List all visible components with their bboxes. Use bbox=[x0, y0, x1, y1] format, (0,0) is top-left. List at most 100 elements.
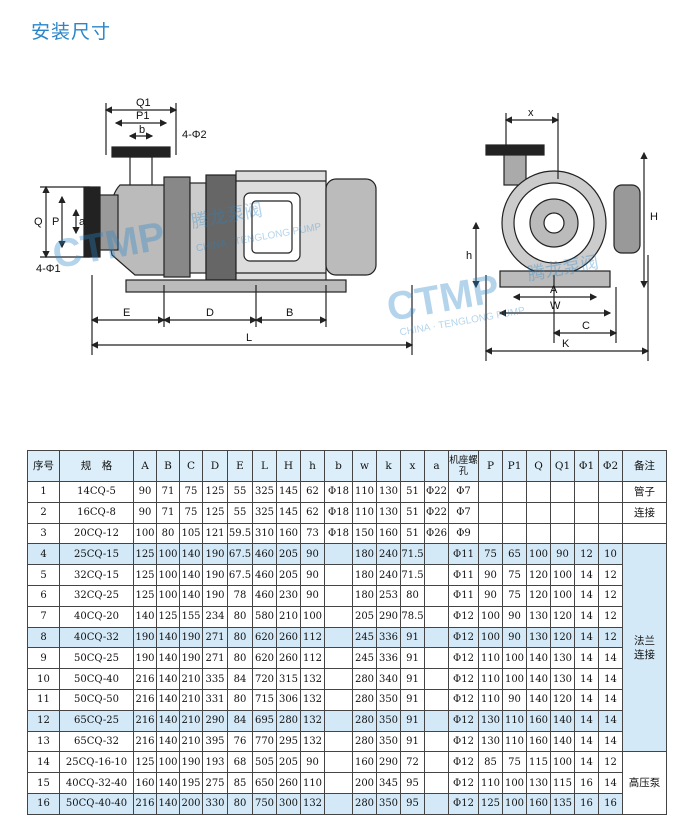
table-cell: 85 bbox=[227, 772, 253, 794]
dim-k: K bbox=[562, 338, 570, 350]
table-cell bbox=[502, 522, 527, 545]
table-cell: 90 bbox=[300, 584, 325, 607]
table-cell: 80 bbox=[227, 792, 253, 815]
table-cell: 80 bbox=[227, 688, 253, 711]
table-cell: 130 bbox=[478, 730, 503, 753]
table-cell: 115 bbox=[550, 772, 575, 794]
table-cell: 110 bbox=[352, 501, 377, 524]
table-cell: 130 bbox=[376, 501, 401, 524]
table-cell: 280 bbox=[352, 668, 377, 690]
table-cell: 205 bbox=[276, 543, 301, 566]
table-cell: 205 bbox=[276, 564, 301, 586]
table-cell: 120 bbox=[526, 584, 551, 607]
table-cell: 91 bbox=[400, 626, 425, 649]
table-cell: 65CQ-25 bbox=[59, 709, 134, 732]
table-cell: 180 bbox=[352, 584, 377, 607]
table-cell: 100 bbox=[156, 584, 180, 607]
table-cell: 91 bbox=[400, 730, 425, 753]
table-cell: 160 bbox=[526, 792, 551, 815]
table-cell: 180 bbox=[352, 543, 377, 566]
table-cell: 100 bbox=[502, 772, 527, 794]
table-cell bbox=[324, 584, 353, 607]
table-cell: 12 bbox=[598, 751, 623, 774]
table-cell bbox=[424, 668, 449, 690]
dim-c: C bbox=[582, 320, 590, 332]
table-cell: 14 bbox=[574, 584, 599, 607]
table-cell: Φ12 bbox=[448, 772, 479, 794]
table-cell: 4 bbox=[27, 543, 60, 566]
table-cell: 14 bbox=[574, 668, 599, 690]
table-cell: 75 bbox=[502, 564, 527, 586]
table-cell: 55 bbox=[227, 481, 253, 503]
table-cell bbox=[526, 501, 551, 524]
table-cell: 125 bbox=[202, 481, 228, 503]
table-cell bbox=[424, 751, 449, 774]
column-header: b bbox=[324, 450, 353, 482]
table-cell bbox=[424, 688, 449, 711]
table-cell: 290 bbox=[202, 709, 228, 732]
table-cell bbox=[424, 543, 449, 566]
table-cell: 73 bbox=[300, 522, 325, 545]
table-cell: 100 bbox=[300, 605, 325, 628]
table-cell: 210 bbox=[179, 709, 203, 732]
table-cell: 71.5 bbox=[400, 564, 425, 586]
table-cell: 110 bbox=[502, 730, 527, 753]
table-cell: 110 bbox=[478, 772, 503, 794]
table-cell: 132 bbox=[300, 709, 325, 732]
table-cell: 112 bbox=[300, 647, 325, 670]
table-cell: 12 bbox=[27, 709, 60, 732]
table-cell: 112 bbox=[300, 626, 325, 649]
table-cell: 130 bbox=[478, 709, 503, 732]
table-cell: 715 bbox=[252, 688, 277, 711]
table-cell: 14 bbox=[598, 709, 623, 732]
table-cell: 91 bbox=[400, 709, 425, 732]
table-cell: 120 bbox=[550, 626, 575, 649]
table-cell: 100 bbox=[550, 564, 575, 586]
table-cell bbox=[424, 730, 449, 753]
column-header: P bbox=[478, 450, 503, 482]
table-cell: 130 bbox=[550, 647, 575, 670]
table-cell bbox=[598, 481, 623, 503]
column-header: k bbox=[376, 450, 401, 482]
table-cell: 125 bbox=[202, 501, 228, 524]
column-header: H bbox=[276, 450, 301, 482]
table-cell: 100 bbox=[502, 668, 527, 690]
column-header: E bbox=[227, 450, 253, 482]
column-header: C bbox=[179, 450, 203, 482]
table-cell: 80 bbox=[227, 626, 253, 649]
table-cell: 140 bbox=[156, 730, 180, 753]
table-cell: 14 bbox=[574, 688, 599, 711]
table-cell: 14 bbox=[598, 688, 623, 711]
table-cell: 11 bbox=[27, 688, 60, 711]
table-cell: 105 bbox=[179, 522, 203, 545]
table-cell bbox=[424, 626, 449, 649]
dim-a: a bbox=[79, 216, 86, 228]
table-cell: 280 bbox=[352, 730, 377, 753]
table-cell: 271 bbox=[202, 647, 228, 670]
table-cell bbox=[424, 584, 449, 607]
table-cell: Φ12 bbox=[448, 688, 479, 711]
table-cell: 68 bbox=[227, 751, 253, 774]
table-cell: 85 bbox=[478, 751, 503, 774]
table-cell: 190 bbox=[179, 647, 203, 670]
table-cell: 50CQ-50 bbox=[59, 688, 134, 711]
table-cell: 13 bbox=[27, 730, 60, 753]
dim-h-large: H bbox=[650, 211, 658, 223]
table-cell: 210 bbox=[276, 605, 301, 628]
table-cell bbox=[324, 792, 353, 815]
table-cell: 325 bbox=[252, 481, 277, 503]
table-cell: 75 bbox=[502, 751, 527, 774]
table-cell: 280 bbox=[352, 792, 377, 815]
dim-x: x bbox=[528, 107, 534, 119]
table-cell: 190 bbox=[133, 647, 157, 670]
table-cell: 216 bbox=[133, 730, 157, 753]
table-cell: 130 bbox=[550, 668, 575, 690]
table-cell: 100 bbox=[478, 605, 503, 628]
table-cell bbox=[424, 605, 449, 628]
table-cell: 40CQ-32-40 bbox=[59, 772, 134, 794]
table-cell: 71 bbox=[156, 501, 180, 524]
